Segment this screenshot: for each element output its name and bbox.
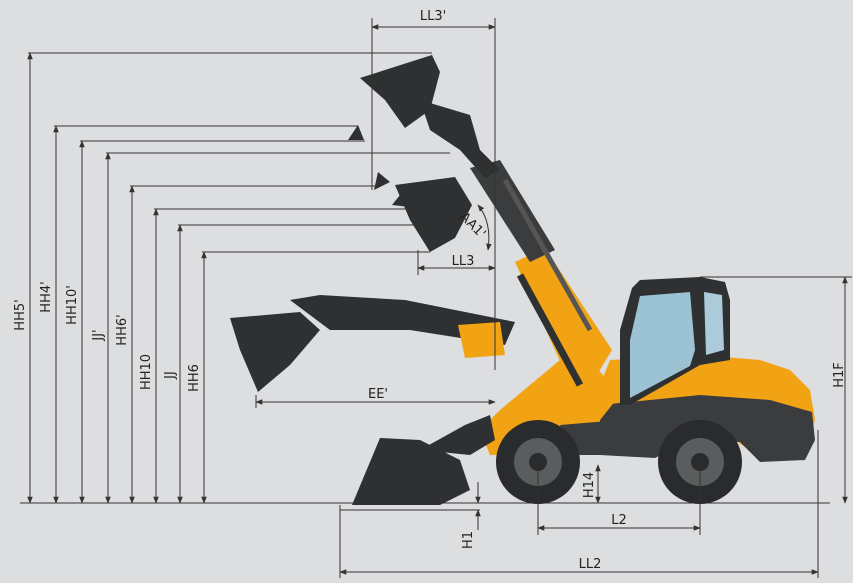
front-wheel — [496, 420, 580, 504]
front-frame-dark — [560, 420, 640, 455]
label-jj: JJ — [163, 371, 178, 380]
cab-window-front — [630, 292, 695, 398]
label-hh5p: HH5' — [13, 299, 28, 330]
tilt-cylinder — [516, 273, 584, 387]
boom-cylinder — [502, 178, 593, 332]
rear-wheel — [658, 420, 742, 504]
label-l2: L2 — [611, 513, 627, 528]
label-h14: H14 — [582, 472, 597, 498]
label-hh10p: HH10' — [65, 285, 80, 325]
cab-window-side — [704, 292, 724, 355]
label-ll3p: LL3' — [420, 9, 446, 24]
boom-reach — [290, 295, 515, 345]
bucket-mid-dump — [395, 177, 472, 252]
bucket-reach — [230, 312, 320, 392]
bucket-tip-hh4 — [348, 125, 364, 140]
linkage-top — [420, 100, 500, 178]
label-hh10: HH10 — [139, 354, 154, 390]
label-hh6p: HH6' — [115, 314, 130, 345]
label-eep: EE' — [368, 387, 388, 402]
bucket-tip-hh10 — [374, 172, 390, 190]
label-hh6: HH6 — [187, 364, 202, 392]
boom-upper — [470, 160, 555, 262]
label-h1: H1 — [461, 531, 476, 549]
label-jjp: JJ' — [91, 329, 106, 341]
dimension-lines — [27, 18, 852, 578]
label-h1f: H1F — [832, 362, 847, 388]
boom-lower — [515, 248, 612, 378]
bucket-ground — [352, 438, 470, 505]
boom-reach-yellow — [458, 322, 505, 358]
linkage-ground — [420, 415, 495, 455]
loader-machine — [470, 160, 815, 504]
label-ll3: LL3 — [452, 254, 475, 269]
bucket-top-raised — [360, 55, 440, 128]
label-ll2: LL2 — [579, 557, 602, 572]
bucket-positions — [230, 55, 515, 505]
label-hh4p: HH4' — [39, 281, 54, 312]
